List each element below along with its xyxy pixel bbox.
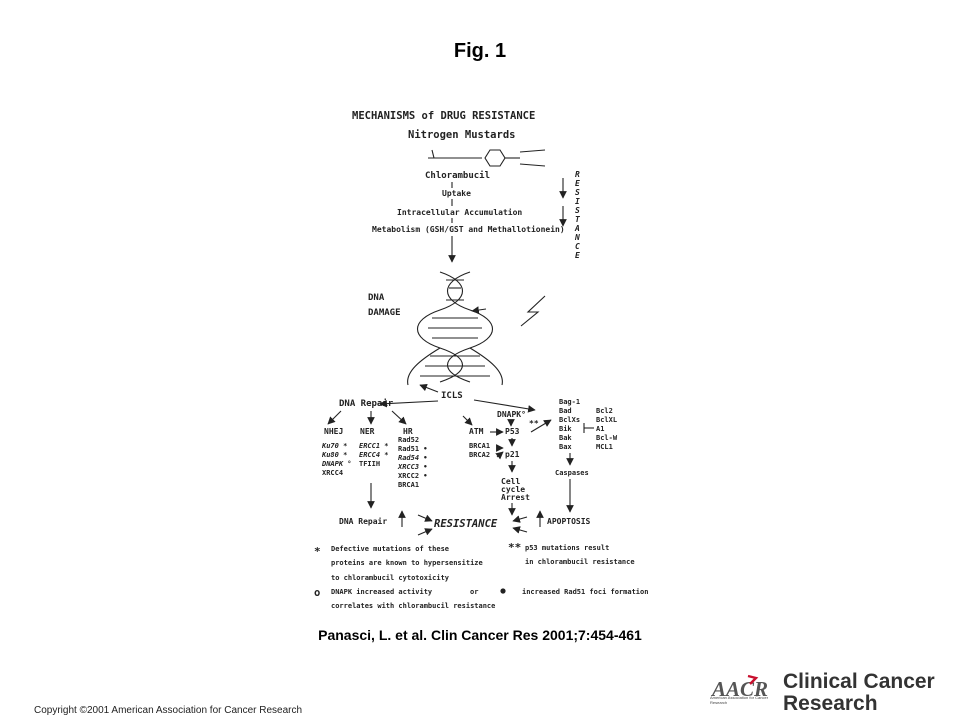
protein-bad: Bad: [559, 407, 572, 415]
apoptosis-label: APOPTOSIS: [547, 517, 591, 526]
logo-organization-text: American Association for Cancer Research: [710, 695, 769, 705]
svg-text:N: N: [574, 233, 580, 242]
pathway-hr: HR: [403, 427, 413, 436]
dna-label: DNA: [368, 293, 385, 303]
legend-star-line-1: Defective mutations of these: [331, 545, 449, 553]
svg-text:C: C: [575, 242, 580, 251]
protein-bclxl: BclXL: [596, 416, 617, 424]
protein-mcl1: MCL1: [596, 443, 613, 451]
dna-helix-illustration: [407, 271, 503, 386]
gene-rad52: Rad52: [398, 436, 419, 444]
legend-dot-symbol: [500, 588, 506, 594]
p21-label: p21: [505, 450, 520, 459]
svg-text:E: E: [575, 179, 580, 188]
damage-label: DAMAGE: [368, 308, 401, 318]
atm-brca2: BRCA2: [469, 451, 490, 459]
svg-text:AACR: AACR: [710, 677, 768, 701]
protein-bax: Bax: [559, 443, 572, 451]
svg-text:R: R: [575, 170, 580, 179]
logo-line-2: Research: [783, 692, 878, 715]
gene-rad54: Rad54 •: [398, 454, 428, 462]
gene-xrcc4: XRCC4: [322, 469, 343, 477]
legend-circle-line-a: DNAPK increased activity: [331, 588, 433, 596]
gene-ku70: Ku70 *: [321, 442, 347, 450]
legend-star-line-3: to chlorambucil cytotoxicity: [331, 574, 450, 582]
chemical-structure: [428, 149, 546, 167]
svg-text:S: S: [575, 188, 580, 197]
legend-star-symbol: *: [314, 545, 321, 558]
dna-repair-title: DNA Repair: [339, 398, 394, 409]
caspases-label: Caspases: [555, 469, 589, 477]
legend-double-star-line-2: in chlorambucil resistance: [525, 558, 635, 566]
gene-ku80: Ku80 *: [321, 451, 347, 459]
protein-bik: Bik: [559, 425, 572, 433]
svg-text:T: T: [575, 215, 581, 224]
svg-text:I: I: [575, 197, 580, 206]
pathway-ner: NER: [360, 427, 375, 436]
cell-cycle-line-3: Arrest: [501, 493, 530, 502]
damage-bolt-icon: [520, 295, 546, 327]
drug-class: Nitrogen Mustards: [408, 129, 515, 141]
protein-bcl-w: Bcl-W: [596, 434, 618, 442]
legend-circle-line-b: correlates with chlorambucil resistance: [331, 602, 495, 610]
protein-bag1: Bag-1: [559, 398, 580, 406]
atm-label: ATM: [469, 427, 484, 436]
dnapk-label: DNAPK°: [497, 410, 526, 419]
cell-cycle-line-1: Cell: [501, 477, 520, 486]
legend-dot-line: increased Rad51 foci formation: [522, 588, 648, 596]
figure-title: Fig. 1: [453, 40, 507, 62]
svg-text:S: S: [575, 206, 580, 215]
step-uptake: Uptake: [442, 189, 471, 198]
pathway-nhej: NHEJ: [324, 427, 343, 436]
copyright-notice: Copyright ©2001 American Association for…: [34, 705, 303, 716]
atm-brca1: BRCA1: [469, 442, 490, 450]
svg-text:E: E: [575, 251, 580, 260]
logo-line-1: Clinical Cancer: [783, 670, 935, 693]
drug-name: Chlorambucil: [425, 170, 490, 181]
p53-mark: **: [529, 419, 539, 428]
gene-tfiih: TFIIH: [359, 460, 380, 468]
protein-bcl2: Bcl2: [596, 407, 613, 415]
gene-xrcc3: XRCC3 •: [397, 463, 428, 471]
clinical-cancer-research-logo: AACR American Association for Cancer Res…: [706, 670, 946, 718]
step-metabolism: Metabolism (GSH/GST and Methallotionein): [372, 224, 565, 234]
gene-xrcc2: XRCC2 •: [398, 472, 428, 480]
logo-journal-name: Clinical Cancer Research: [783, 671, 935, 715]
gene-dnapk: DNAPK °: [321, 460, 352, 468]
gene-brca1: BRCA1: [398, 481, 419, 489]
legend-double-star-symbol: **: [508, 541, 521, 554]
bottom-dna-repair: DNA Repair: [339, 516, 387, 526]
gene-rad51: Rad51 •: [398, 445, 428, 453]
aacr-logo-icon: AACR: [710, 674, 768, 701]
resistance-label: RESISTANCE: [434, 518, 498, 530]
legend-star-line-2: proteins are known to hypersensitize: [331, 559, 483, 567]
legend: * Defective mutations of these proteins …: [314, 541, 648, 610]
legend-double-star-line-1: p53 mutations result: [525, 544, 609, 552]
diagram-heading: MECHANISMS of DRUG RESISTANCE: [352, 110, 535, 122]
icls-label: ICLS: [441, 391, 463, 401]
legend-or: or: [470, 588, 478, 596]
cell-cycle-line-2: cycle: [501, 485, 525, 494]
step-accumulation: Intracellular Accumulation: [397, 207, 522, 217]
resistance-side-label: R E S I S T A N C E: [574, 170, 581, 260]
citation: Panasci, L. et al. Clin Cancer Res 2001;…: [318, 627, 642, 643]
gene-ercc1: ERCC1 *: [359, 442, 389, 450]
p53-label: P53: [505, 427, 520, 436]
gene-ercc4: ERCC4 *: [359, 451, 389, 459]
svg-text:A: A: [574, 224, 580, 233]
protein-bak: Bak: [559, 434, 572, 442]
protein-a1: A1: [596, 425, 604, 433]
protein-bclxs: BclXs: [559, 416, 580, 424]
legend-circle-symbol: o: [314, 587, 320, 599]
